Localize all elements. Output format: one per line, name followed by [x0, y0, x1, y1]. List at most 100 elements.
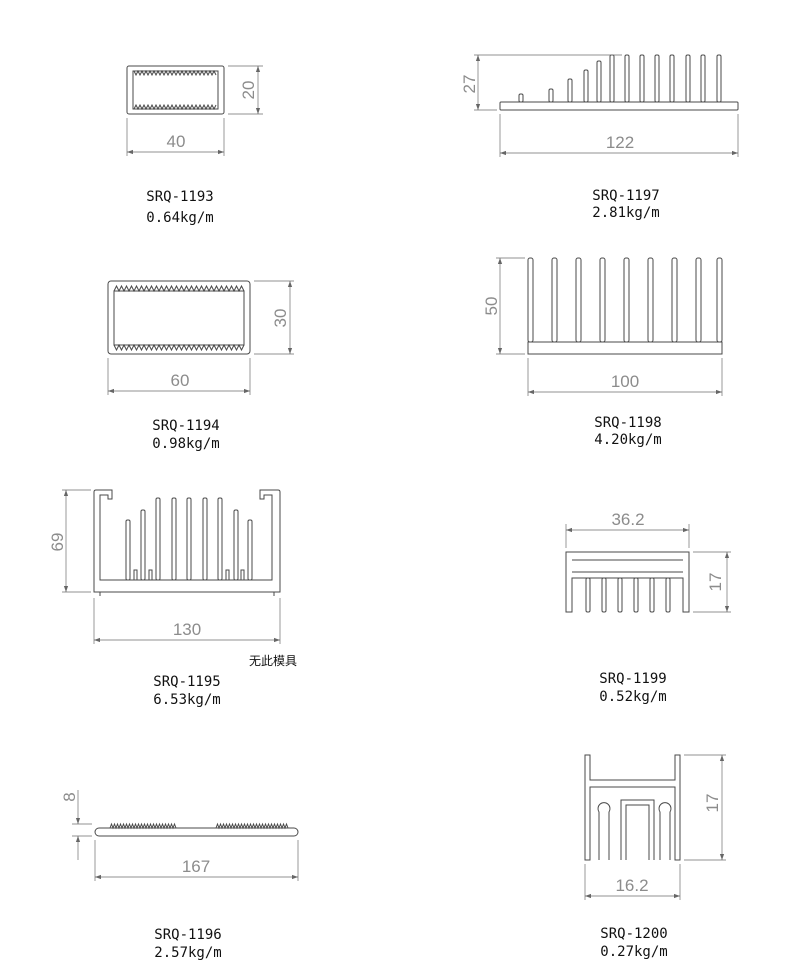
dimension-width-srq-1194: 60	[107, 358, 251, 395]
weight-label: 0.64kg/m	[146, 210, 213, 226]
serration-top	[133, 69, 217, 77]
serration-top	[113, 284, 245, 293]
fin	[624, 54, 630, 103]
model-label: SRQ-1198	[594, 415, 661, 431]
dimension-height-srq-1194: 30	[254, 280, 294, 355]
center-channel	[620, 799, 655, 860]
profile-srq-1198	[527, 257, 723, 355]
fin	[527, 257, 534, 343]
fin	[609, 54, 615, 103]
bulb-fin-right	[658, 802, 672, 860]
dimension-value: 122	[606, 133, 634, 152]
model-label: SRQ-1195	[153, 674, 220, 690]
fin	[583, 69, 589, 103]
base-plate	[499, 101, 739, 111]
weight-label: 0.98kg/m	[152, 436, 219, 452]
weight-label: 0.52kg/m	[599, 689, 666, 705]
fin	[217, 497, 223, 581]
dimension-height-srq-1198: 50	[482, 257, 525, 355]
fin	[695, 257, 702, 343]
dimension-value: 40	[167, 132, 186, 151]
center-channel-inner	[625, 804, 650, 860]
dimension-height-srq-1200: 17	[684, 754, 726, 861]
profile-srq-1199	[565, 551, 690, 613]
dimension-width-srq-1199: 36.2	[565, 510, 690, 548]
dimension-width-srq-1193: 40	[126, 118, 225, 156]
profile-outline	[584, 754, 681, 861]
dimension-value: 8	[60, 792, 79, 801]
fin	[654, 54, 660, 103]
serration-bottom	[113, 343, 245, 352]
fin	[140, 509, 146, 581]
fin	[202, 497, 208, 581]
profile-outline	[107, 280, 251, 355]
profile-outline	[565, 551, 690, 613]
profile-srq-1195	[93, 489, 281, 596]
dimension-width-srq-1198: 100	[527, 358, 723, 396]
dimension-height-srq-1193: 20	[228, 65, 263, 115]
base-plate	[527, 341, 723, 355]
fin	[633, 577, 639, 613]
fin	[233, 509, 239, 581]
profile-cavity	[113, 290, 245, 346]
weight-label: 0.27kg/m	[600, 944, 667, 960]
dimension-value: 167	[182, 857, 210, 876]
fin	[596, 60, 602, 103]
fin	[247, 519, 253, 581]
fin	[716, 54, 722, 103]
profile-srq-1196	[94, 822, 299, 837]
dimension-height-srq-1199: 17	[693, 551, 731, 613]
tooling-note: 无此模具	[249, 654, 297, 668]
fin	[671, 257, 678, 343]
dimension-value: 60	[171, 371, 190, 390]
profile-outline	[93, 489, 281, 593]
weight-label: 2.81kg/m	[592, 205, 659, 221]
dimension-value: 30	[271, 309, 290, 328]
model-label: SRQ-1193	[146, 189, 213, 205]
fin	[649, 577, 655, 613]
fin	[575, 257, 582, 343]
dimension-value: 27	[460, 75, 479, 94]
stub	[225, 569, 230, 581]
fin	[700, 54, 706, 103]
dimension-value: 69	[48, 533, 67, 552]
stub	[148, 569, 153, 581]
dimension-value: 36.2	[611, 510, 644, 529]
fin	[639, 54, 645, 103]
serration-bottom	[133, 103, 217, 111]
profile-srq-1200	[584, 754, 681, 861]
fin	[601, 577, 607, 613]
dimension-height-srq-1197: 27	[460, 54, 622, 111]
fin	[155, 497, 161, 581]
dimension-value: 100	[611, 372, 639, 391]
fin	[685, 54, 691, 103]
dimension-value: 16.2	[615, 876, 648, 895]
dimension-width-srq-1195: 130	[93, 598, 281, 644]
fin	[125, 519, 131, 581]
fin	[716, 257, 723, 343]
profile-srq-1197	[499, 54, 739, 111]
fin	[171, 497, 177, 581]
fin	[665, 577, 671, 613]
model-label: SRQ-1197	[592, 188, 659, 204]
fin	[585, 577, 591, 613]
fin	[617, 577, 623, 613]
weight-label: 6.53kg/m	[153, 692, 220, 708]
model-label: SRQ-1196	[154, 927, 221, 943]
model-label: SRQ-1194	[152, 418, 219, 434]
base-plate	[94, 827, 299, 837]
model-label: SRQ-1200	[600, 926, 667, 942]
profile-cavity	[132, 70, 219, 110]
dimension-value: 20	[239, 81, 258, 100]
stub	[240, 569, 245, 581]
serration-right	[215, 822, 289, 830]
dimension-width-srq-1197: 122	[499, 114, 739, 157]
weight-label: 2.57kg/m	[154, 945, 221, 961]
profile-srq-1194	[107, 280, 251, 355]
model-label: SRQ-1199	[599, 671, 666, 687]
fin	[548, 88, 554, 103]
dimension-value: 17	[703, 794, 722, 813]
dimension-width-srq-1196: 167	[94, 840, 299, 881]
dimension-value: 17	[706, 573, 725, 592]
